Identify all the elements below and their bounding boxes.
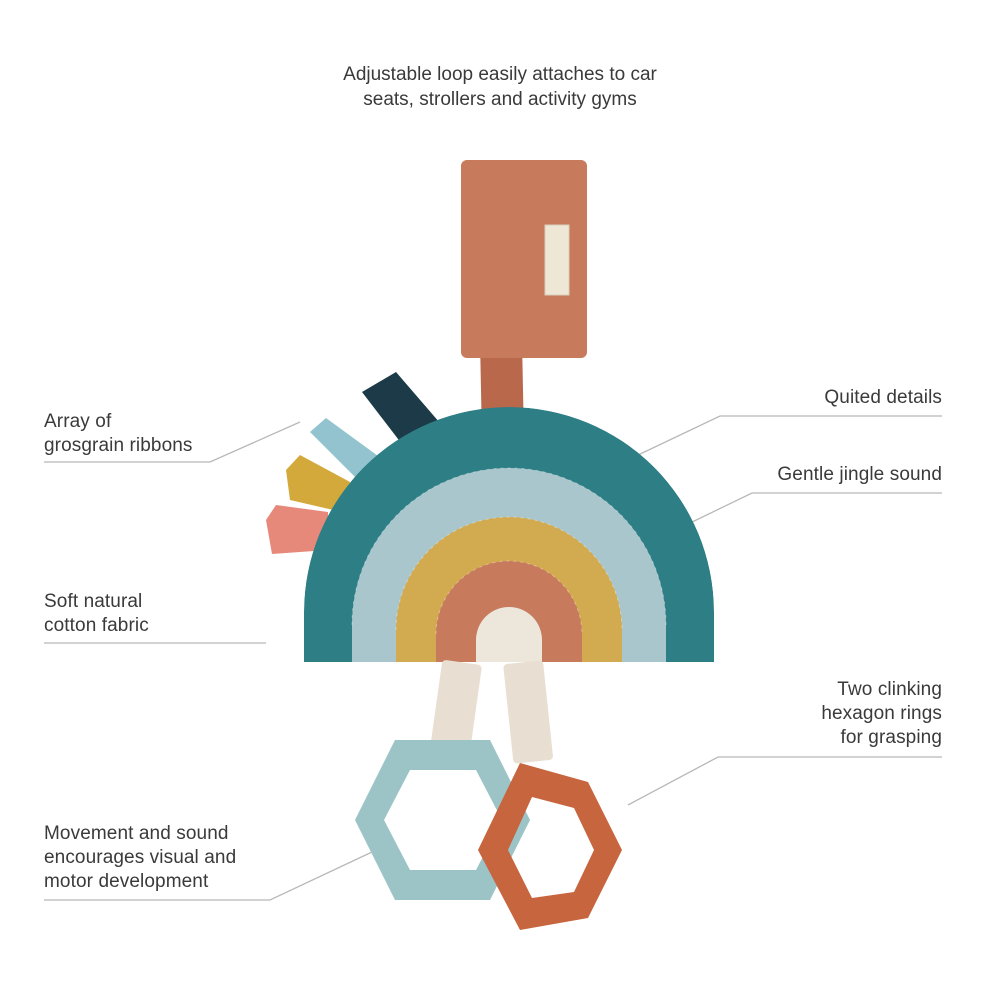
callout-jingle: Gentle jingle sound	[777, 464, 942, 485]
ribbon-light-blue-icon	[310, 418, 378, 480]
rainbow-body	[304, 407, 714, 662]
connector-right-icon	[503, 660, 553, 764]
top-caption-loop: Adjustable loop easily attaches to car s…	[343, 64, 657, 110]
callout-quilted: Quited details	[824, 387, 942, 408]
hexagon-rings	[355, 740, 622, 930]
callout-cotton: Soft natural cotton fabric	[44, 591, 149, 636]
callout-line-rings	[627, 756, 942, 806]
connector-left-icon	[430, 660, 482, 754]
callout-line-ribbons	[44, 421, 301, 463]
callout-movement: Movement and sound encourages visual and…	[44, 823, 237, 892]
ribbon-mustard-icon	[286, 455, 350, 512]
callout-ribbons: Array of grosgrain ribbons	[44, 411, 193, 456]
hexagon-ring-orange-icon	[478, 763, 622, 930]
callout-line-quilted	[635, 415, 942, 457]
callout-line-movement	[44, 851, 373, 901]
callout-line-jingle	[685, 492, 942, 526]
callout-rings: Two clinking hexagon rings for grasping	[821, 679, 942, 748]
adjustable-loop	[461, 160, 587, 440]
loop-tab-icon	[461, 160, 587, 358]
brand-tag-icon	[544, 224, 570, 296]
rainbow-center-icon	[476, 607, 542, 662]
ribbon-coral-icon	[266, 505, 328, 554]
